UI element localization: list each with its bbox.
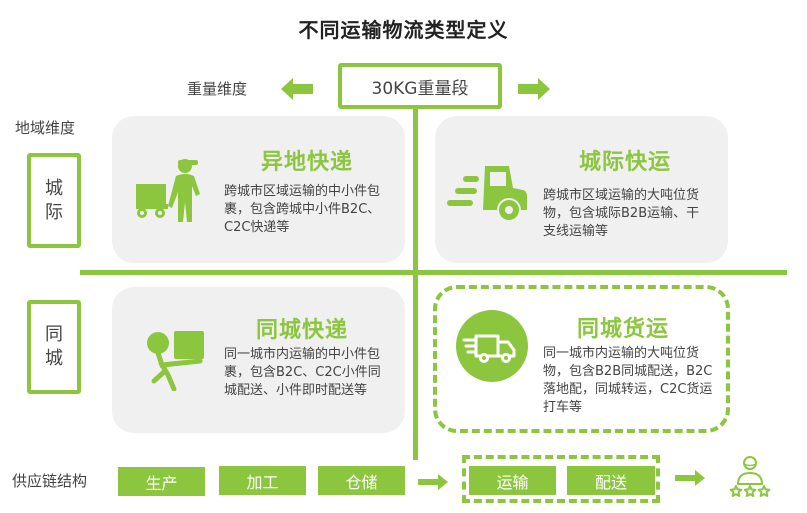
delivery-person-cart-icon [136, 158, 206, 222]
vertical-axis-line [413, 107, 418, 460]
intercity-label: 城际 [45, 177, 63, 223]
van-circle-icon [456, 310, 528, 382]
weight-segment-box: 30KG重量段 [338, 63, 502, 109]
quadrant-card-samecity-freight: 同城货运 同一城市内运输的大吨位货物，包含B2B同城配送，B2C落地配，同城转运… [433, 285, 730, 433]
quadrant-title: 同城快递 [255, 318, 348, 343]
quadrant-description: 同一城市内运输的中小件包裹，包含B2C、C2C小件同城配送、小件即时配送等 [224, 347, 381, 398]
samecity-label: 同城 [45, 324, 63, 369]
person-carrying-box-icon [146, 329, 206, 391]
quadrant-description: 同一城市内运输的大吨位货物，包含B2B同城配送，B2C落地配，同城转运，C2C货… [543, 346, 713, 415]
quadrant-card-intercity-freight: 城际快运 跨城市区域运输的大吨位货物，包含城际B2B运输、干支线运输等 [435, 116, 728, 263]
intercity-region-box: 城际 [27, 153, 81, 248]
chain-step-delivery: 配送 [567, 466, 655, 495]
arrow-right-icon [518, 78, 550, 100]
quadrant-description: 跨城市区域运输的中小件包裹，包含跨城中小件B2C、C2C快递等 [224, 184, 381, 235]
quadrant-title: 同城货运 [576, 317, 669, 342]
fast-truck-icon [447, 162, 529, 222]
page-title: 不同运输物流类型定义 [298, 18, 509, 42]
weight-dimension-label: 重量维度 [187, 80, 248, 98]
arrow-left-icon [281, 78, 313, 100]
customer-rating-icon [728, 454, 772, 498]
arrow-right-icon [675, 470, 705, 486]
chain-step-warehousing: 仓储 [318, 466, 405, 495]
arrow-right-icon [418, 474, 448, 490]
quadrant-card-intercity-express: 异地快递 跨城市区域运输的中小件包裹，包含跨城中小件B2C、C2C快递等 [112, 116, 405, 263]
transport-highlight-frame [462, 455, 660, 503]
chain-step-transport: 运输 [469, 466, 556, 495]
quadrant-card-samecity-express: 同城快递 同一城市内运输的中小件包裹，包含B2C、C2C小件同城配送、小件即时配… [112, 287, 405, 433]
samecity-region-box: 同城 [27, 300, 81, 394]
horizontal-axis-line [80, 270, 787, 275]
supply-chain-label: 供应链结构 [12, 472, 88, 490]
quadrant-description: 跨城市区域运输的大吨位货物，包含城际B2B运输、干支线运输等 [543, 188, 700, 239]
chain-step-production: 生产 [118, 467, 205, 496]
region-dimension-label: 地域维度 [15, 119, 76, 137]
chain-step-processing: 加工 [219, 466, 306, 495]
quadrant-title: 异地快递 [260, 150, 353, 175]
quadrant-title: 城际快运 [578, 150, 671, 175]
